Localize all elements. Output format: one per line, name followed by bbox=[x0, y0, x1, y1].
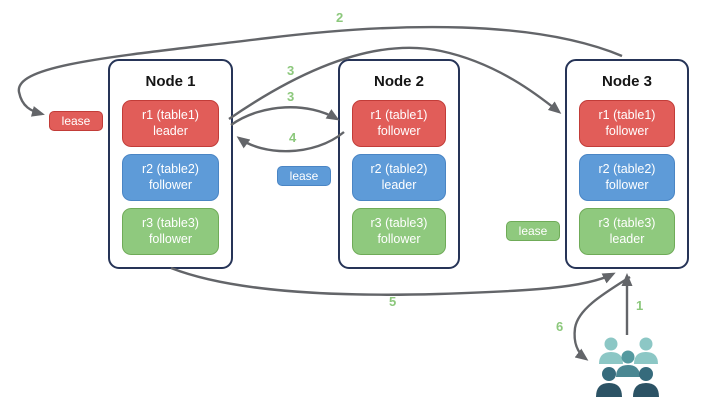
node-1-replica-r2: r2 (table2) follower bbox=[122, 154, 219, 201]
step-label-5: 5 bbox=[389, 294, 397, 309]
node-2-replica-r1: r1 (table1) follower bbox=[352, 100, 446, 147]
node-2-title: Node 2 bbox=[373, 73, 424, 90]
step-label-3a: 3 bbox=[287, 63, 295, 78]
arrow-step-3-node1-to-node2 bbox=[230, 106, 340, 126]
replica-name: r1 (table1) bbox=[370, 107, 428, 122]
step-label-3b: 3 bbox=[287, 89, 295, 104]
node-1-replica-r3: r3 (table3) follower bbox=[122, 208, 219, 255]
step-label-4: 4 bbox=[289, 130, 297, 145]
users-icon bbox=[596, 337, 659, 397]
lease-tag-table1: lease bbox=[49, 111, 103, 131]
replica-name: r1 (table1) bbox=[598, 107, 656, 122]
replica-name: r3 (table3) bbox=[598, 215, 656, 230]
node-2-replica-r2: r2 (table2) leader bbox=[352, 154, 446, 201]
replica-role: follower bbox=[148, 177, 193, 192]
replica-role: follower bbox=[377, 123, 421, 138]
node-3-replica-r3: r3 (table3) leader bbox=[579, 208, 675, 255]
replica-name: r3 (table3) bbox=[142, 215, 199, 230]
replica-name: r1 (table1) bbox=[142, 107, 199, 122]
arrow-step-6-node3-to-users bbox=[573, 275, 631, 361]
step-label-2: 2 bbox=[336, 10, 344, 25]
lease-tag-table3: lease bbox=[506, 221, 560, 241]
replica-role: follower bbox=[377, 231, 421, 246]
replica-role: leader bbox=[609, 231, 645, 246]
node-3-box: Node 3 r1 (table1) follower r2 (table2) … bbox=[565, 59, 689, 269]
node-3-replica-r2: r2 (table2) follower bbox=[579, 154, 675, 201]
replica-role: follower bbox=[605, 177, 649, 192]
step-label-6: 6 bbox=[556, 319, 564, 334]
replica-role: follower bbox=[148, 231, 193, 246]
replica-role: follower bbox=[605, 123, 649, 138]
replica-role: leader bbox=[153, 123, 188, 138]
lease-tag-table2: lease bbox=[277, 166, 331, 186]
node-3-replica-r1: r1 (table1) follower bbox=[579, 100, 675, 147]
replica-name: r2 (table2) bbox=[370, 161, 428, 176]
replica-name: r2 (table2) bbox=[142, 161, 199, 176]
node-1-title: Node 1 bbox=[145, 73, 196, 90]
node-3-title: Node 3 bbox=[601, 73, 652, 90]
node-2-replica-r3: r3 (table3) follower bbox=[352, 208, 446, 255]
arrow-step-5-node1-to-node3 bbox=[170, 266, 616, 296]
replica-role: leader bbox=[381, 177, 417, 192]
node-1-box: Node 1 r1 (table1) leader r2 (table2) fo… bbox=[108, 59, 233, 269]
node-2-box: Node 2 r1 (table1) follower r2 (table2) … bbox=[338, 59, 460, 269]
replica-name: r3 (table3) bbox=[370, 215, 428, 230]
replica-name: r2 (table2) bbox=[598, 161, 656, 176]
step-label-1: 1 bbox=[636, 298, 644, 313]
node-1-replica-r1: r1 (table1) leader bbox=[122, 100, 219, 147]
